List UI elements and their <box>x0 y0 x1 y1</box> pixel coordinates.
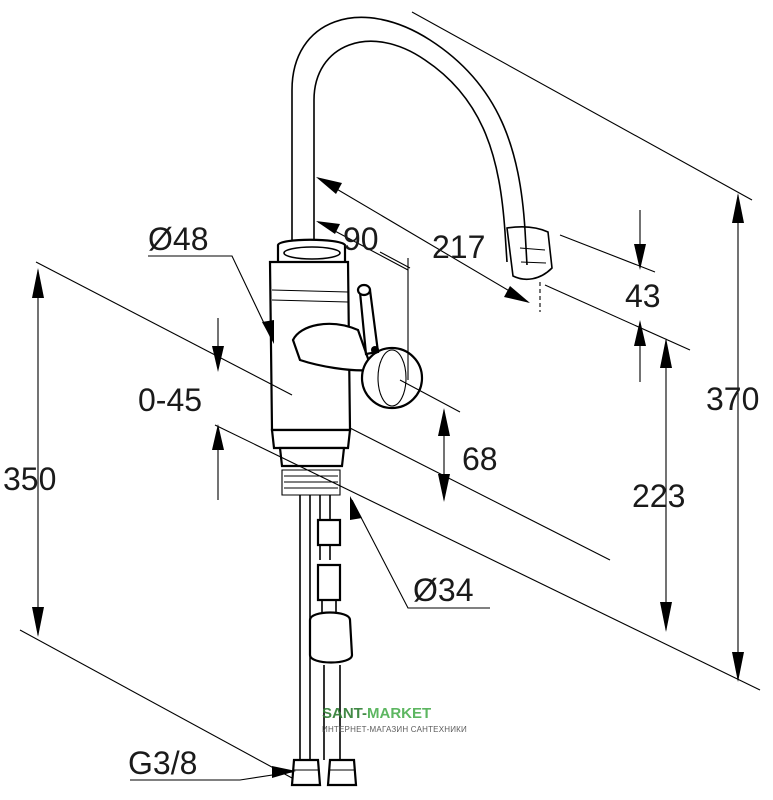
label-hose-length: 350 <box>3 461 56 497</box>
label-hole-diameter: Ø34 <box>413 572 473 608</box>
label-spout-diameter: Ø48 <box>148 221 208 257</box>
label-total-height: 370 <box>706 381 759 417</box>
dimension-labels: Ø48 90 217 43 370 223 68 0-45 350 Ø34 G3… <box>3 221 759 781</box>
watermark-tagline: ИНТЕРНЕТ-МАГАЗИН САНТЕХНИКИ <box>322 725 467 734</box>
watermark: SANT-MARKET ИНТЕРНЕТ-МАГАЗИН САНТЕХНИКИ <box>322 705 467 734</box>
label-deck-thickness: 0-45 <box>138 382 202 418</box>
label-swivel-angle: 90 <box>343 221 379 257</box>
label-spout-height: 223 <box>632 478 685 514</box>
label-connection-thread: G3/8 <box>128 745 197 781</box>
label-handle-height: 68 <box>462 441 498 477</box>
watermark-brand: SANT-MARKET <box>322 705 431 722</box>
kitchen-faucet-icon <box>268 16 553 787</box>
label-spout-reach: 217 <box>432 229 485 265</box>
label-aerator-clearance: 43 <box>625 278 661 314</box>
dimension-lines <box>19 11 761 781</box>
